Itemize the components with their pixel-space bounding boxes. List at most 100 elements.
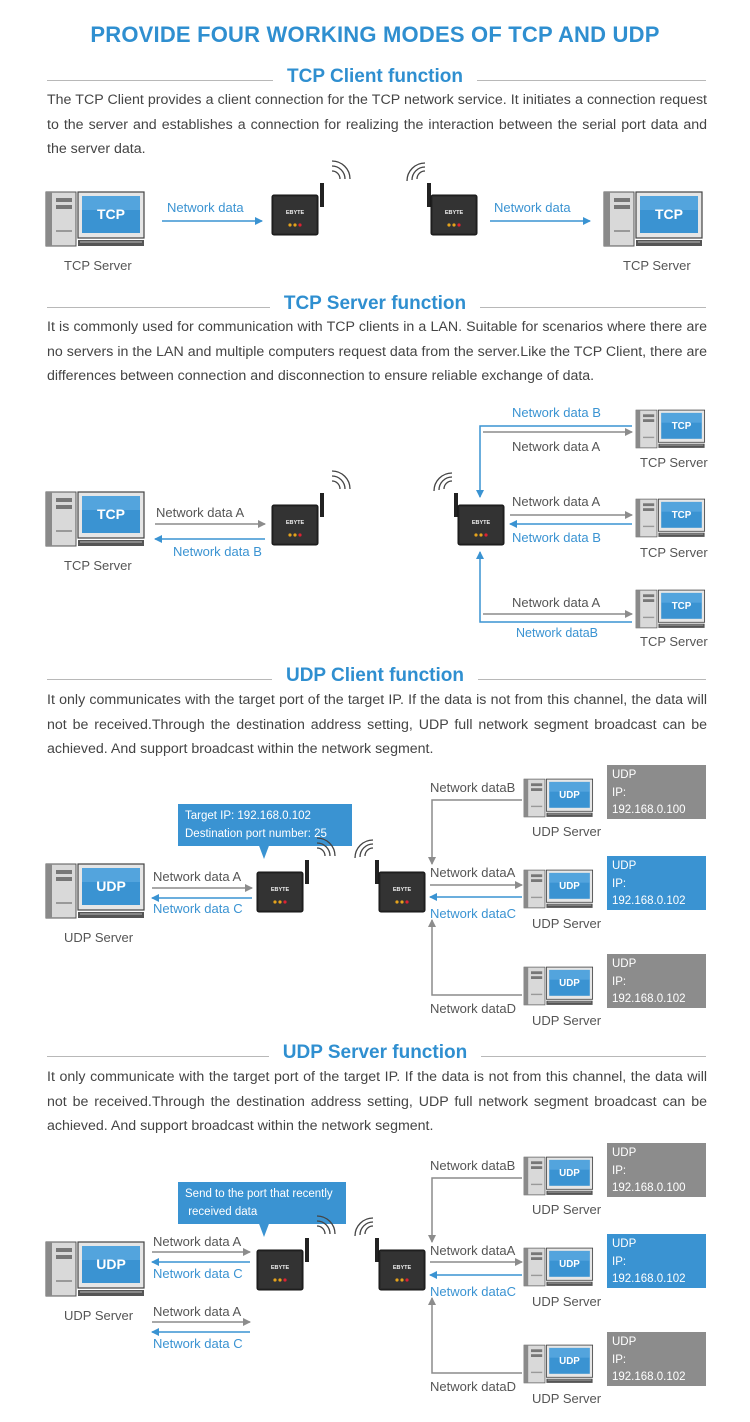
section-heading-tcp-server: TCP Server function bbox=[269, 293, 481, 314]
device-icon: EBYTE bbox=[271, 160, 352, 240]
pc-icon: UDP bbox=[45, 1240, 146, 1298]
udp-info-box: UDP IP: 192.168.0.102 Port number: 20 bbox=[607, 1332, 706, 1401]
udp-info-box: UDP IP: 192.168.0.100 Port number: 25 bbox=[607, 765, 706, 834]
pc-label: UDP Server bbox=[532, 916, 602, 931]
send-callout: Send to the port that recently received … bbox=[178, 1182, 346, 1224]
arrow-label: Network dataB bbox=[430, 780, 516, 795]
section-text-tcp-client: The TCP Client provides a client connect… bbox=[47, 92, 707, 157]
pc-label: UDP Server bbox=[532, 1391, 602, 1406]
arrow-r3-in bbox=[476, 551, 632, 623]
pc-icon: UDP bbox=[45, 862, 146, 920]
page-title: PROVIDE FOUR WORKING MODES OF TCP AND UD… bbox=[90, 22, 660, 47]
arrow-label: Network dataB bbox=[516, 626, 598, 640]
udp-c-rb bbox=[428, 799, 522, 865]
pc-icon: TCP bbox=[635, 497, 706, 539]
svg-text:UDP: UDP bbox=[559, 978, 580, 989]
device-icon: EBYTE bbox=[256, 837, 337, 917]
arrow-label: Network data B bbox=[173, 544, 262, 559]
pc-icon: UDP bbox=[523, 777, 594, 819]
arrow-label: Network data A bbox=[156, 505, 245, 520]
arrow-label: Network data A bbox=[512, 494, 601, 509]
pc-label: TCP Server bbox=[640, 455, 708, 470]
section-heading-udp-client: UDP Client function bbox=[271, 665, 479, 686]
svg-text:UDP: UDP bbox=[559, 1168, 580, 1179]
svg-text:TCP: TCP bbox=[655, 206, 683, 222]
svg-text:EBYTE: EBYTE bbox=[393, 887, 412, 893]
udp-info-box-highlight: UDP IP: 192.168.0.102 Port number: 25 bbox=[607, 1234, 706, 1303]
section-text-udp-server: It only communicate with the target port… bbox=[47, 1069, 707, 1134]
udp-info-box-highlight: UDP IP: 192.168.0.102 Port number: 25 bbox=[607, 856, 706, 925]
svg-text:EBYTE: EBYTE bbox=[393, 1265, 412, 1271]
svg-text:UDP: UDP bbox=[559, 790, 580, 801]
pc-icon: TCP bbox=[635, 408, 706, 450]
udp-s-rb bbox=[428, 1177, 522, 1243]
pc-icon: UDP bbox=[523, 965, 594, 1007]
device-icon: EBYTE bbox=[353, 1217, 433, 1295]
arrow-label: Network data A bbox=[512, 439, 601, 454]
arrow-label: Network data B bbox=[512, 530, 601, 545]
callout-pointer bbox=[258, 843, 270, 859]
callout-pointer bbox=[258, 1221, 270, 1237]
device-icon: EBYTE bbox=[256, 1215, 337, 1295]
arrow-label: Network dataD bbox=[430, 1001, 516, 1016]
pc-label: UDP Server bbox=[64, 930, 134, 945]
arrow-label: Network data C bbox=[153, 1336, 243, 1351]
svg-text:EBYTE: EBYTE bbox=[472, 520, 491, 526]
svg-text:TCP: TCP bbox=[672, 421, 692, 432]
svg-text:EBYTE: EBYTE bbox=[286, 210, 305, 216]
arrow-label: Network data bbox=[167, 200, 244, 215]
pc-label: TCP Server bbox=[64, 558, 132, 573]
pc-icon: UDP bbox=[523, 1343, 594, 1385]
section-heading-tcp-client: TCP Client function bbox=[273, 66, 477, 87]
section-text-udp-client: It only communicates with the target por… bbox=[47, 692, 707, 757]
pc-icon: TCP bbox=[45, 190, 146, 248]
device-icon: EBYTE bbox=[271, 470, 352, 550]
udp-info-box: UDP IP: 192.168.0.102 Port number: 20 bbox=[607, 954, 706, 1023]
arrow-r1-in bbox=[476, 425, 632, 498]
arrow-label: Network data A bbox=[153, 1234, 242, 1249]
svg-text:UDP: UDP bbox=[559, 1356, 580, 1367]
svg-text:UDP: UDP bbox=[559, 1259, 580, 1270]
arrow-label: Network data bbox=[494, 200, 571, 215]
arrow-label: Network dataA bbox=[430, 865, 516, 880]
arrow-label: Network data A bbox=[512, 595, 601, 610]
pc-icon: TCP bbox=[603, 190, 704, 248]
device-icon: EBYTE bbox=[432, 472, 512, 550]
pc-icon: UDP bbox=[523, 1246, 594, 1288]
arrow-label: Network dataD bbox=[430, 1379, 516, 1394]
udp-c-rd bbox=[428, 919, 522, 996]
udp-s-rd bbox=[428, 1297, 522, 1374]
svg-text:UDP: UDP bbox=[559, 881, 580, 892]
svg-text:EBYTE: EBYTE bbox=[286, 520, 305, 526]
arrow-label: Network dataB bbox=[430, 1158, 516, 1173]
section-text-tcp-server: It is commonly used for communication wi… bbox=[47, 319, 707, 384]
pc-icon: UDP bbox=[523, 868, 594, 910]
svg-text:TCP: TCP bbox=[672, 510, 692, 521]
arrow-label: Network data B bbox=[512, 405, 601, 420]
pc-label: UDP Server bbox=[532, 1294, 602, 1309]
pc-label: UDP Server bbox=[532, 1013, 602, 1028]
arrow-label: Network dataC bbox=[430, 906, 516, 921]
svg-text:TCP: TCP bbox=[672, 601, 692, 612]
svg-text:EBYTE: EBYTE bbox=[271, 887, 290, 893]
svg-text:TCP: TCP bbox=[97, 506, 125, 522]
pc-label: TCP Server bbox=[640, 545, 708, 560]
udp-info-box: UDP IP: 192.168.0.100 Port number: 25 bbox=[607, 1143, 706, 1212]
arrow-label: Network data C bbox=[153, 901, 243, 916]
arrow-label: Network dataA bbox=[430, 1243, 516, 1258]
device-icon: EBYTE bbox=[405, 162, 485, 240]
pc-label: UDP Server bbox=[532, 824, 602, 839]
svg-text:UDP: UDP bbox=[96, 878, 126, 894]
pc-label: TCP Server bbox=[64, 258, 132, 273]
pc-icon: TCP bbox=[635, 588, 706, 630]
section-heading-udp-server: UDP Server function bbox=[268, 1042, 482, 1063]
svg-text:TCP: TCP bbox=[97, 206, 125, 222]
target-callout: Target IP: 192.168.0.102 Destination por… bbox=[178, 804, 352, 846]
pc-label: UDP Server bbox=[532, 1202, 602, 1217]
device-icon: EBYTE bbox=[353, 839, 433, 917]
svg-text:EBYTE: EBYTE bbox=[445, 210, 464, 216]
arrow-label: Network data A bbox=[153, 1304, 242, 1319]
pc-label: TCP Server bbox=[640, 634, 708, 649]
arrow-label: Network dataC bbox=[430, 1284, 516, 1299]
